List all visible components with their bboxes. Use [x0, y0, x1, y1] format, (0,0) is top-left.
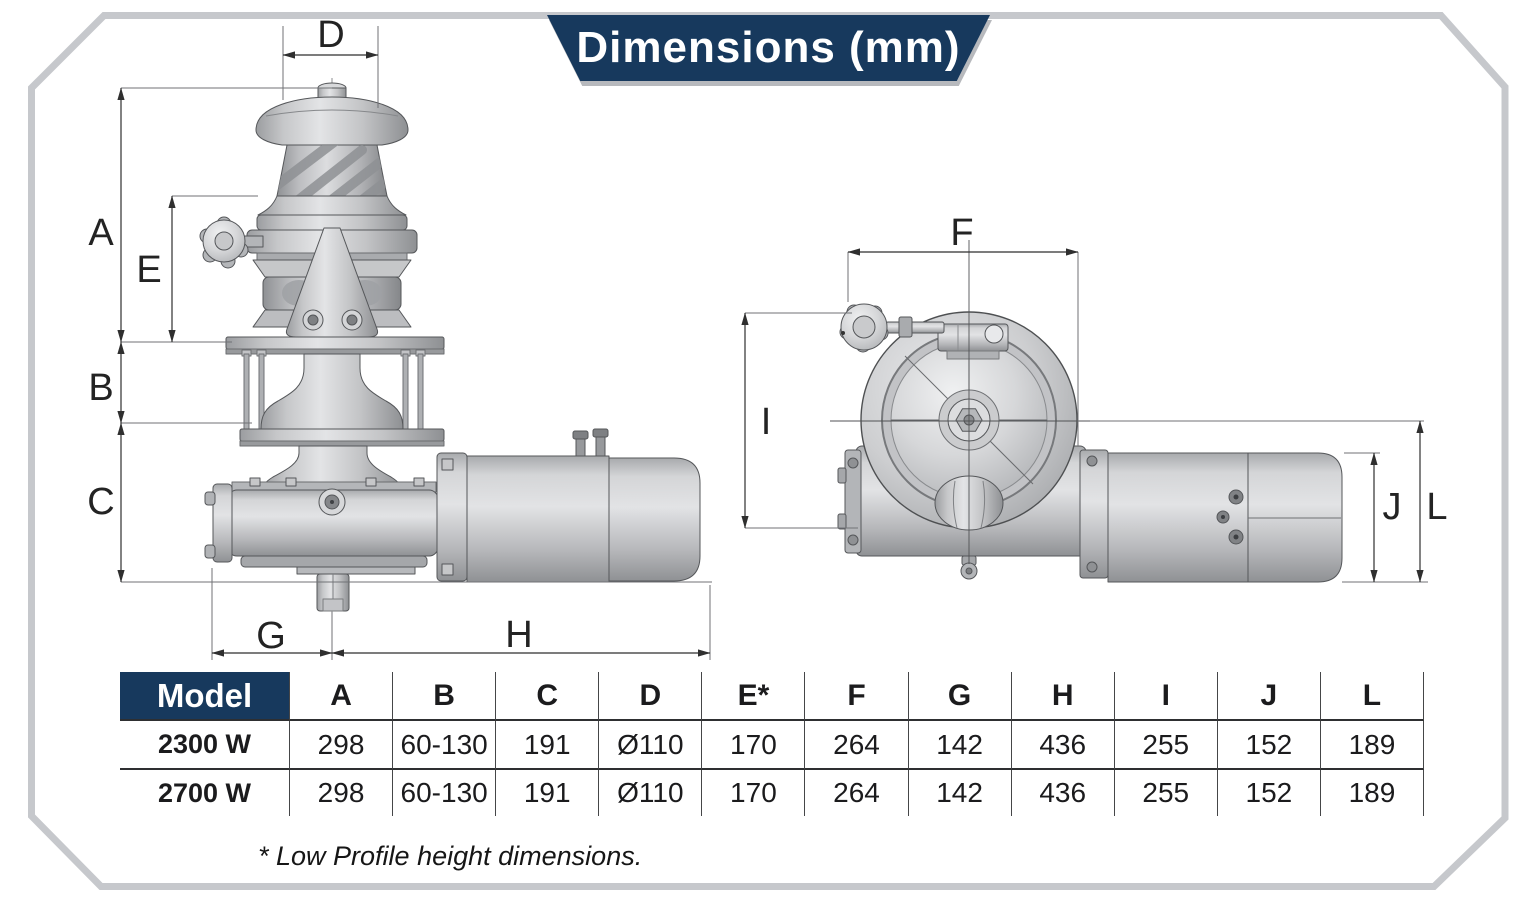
value-cell: 255 [1114, 721, 1218, 770]
page-title: Dimensions (mm) [576, 23, 961, 72]
value-cell: 255 [1114, 770, 1218, 816]
dim-label-h: H [505, 614, 532, 656]
clutch-knob [199, 216, 264, 269]
front-dimension-lines [117, 51, 711, 657]
lower-plate [239, 428, 445, 442]
value-cell: 436 [1011, 721, 1115, 770]
dim-label-a: A [88, 212, 114, 254]
star-knob [839, 303, 889, 353]
motor-end-cap [608, 457, 701, 582]
col-header-h: H [1011, 672, 1115, 721]
value-cell: 191 [496, 721, 600, 770]
dim-label-b: B [88, 367, 113, 409]
model-cell-2300: 2300 W [120, 721, 290, 770]
side-view: F I J L [741, 212, 1448, 583]
dim-label-l: L [1426, 486, 1447, 528]
dim-label-g: G [256, 615, 286, 657]
value-cell: 189 [1320, 721, 1424, 770]
model-cell-2700: 2700 W [120, 770, 290, 816]
deck-plate [225, 336, 445, 350]
value-cell: 170 [702, 770, 806, 816]
dim-label-c: C [87, 481, 114, 523]
col-header-i: I [1114, 672, 1218, 721]
value-cell: 264 [805, 721, 909, 770]
front-dimension-labels: D A E B C G H [87, 14, 532, 657]
knob-arm [885, 321, 945, 334]
page-frame [28, 12, 1509, 890]
dim-label-e: E [136, 249, 161, 291]
value-cell: Ø110 [599, 770, 703, 816]
dim-label-d: D [317, 14, 344, 56]
value-cell: 264 [805, 770, 909, 816]
col-header-c: C [496, 672, 600, 721]
gearbox-skirt [240, 555, 428, 568]
col-header-j: J [1217, 672, 1321, 721]
value-cell: 142 [908, 770, 1012, 816]
side-dimension-labels: F I J L [761, 212, 1448, 528]
front-view: D A E B C G H [87, 14, 712, 660]
value-cell: 436 [1011, 770, 1115, 816]
upper-bell [260, 353, 404, 430]
motor-body [466, 455, 610, 583]
value-cell: 170 [702, 721, 806, 770]
side-extension-lines [745, 252, 1428, 583]
motor-front [436, 428, 701, 583]
capstan-drum-flare [257, 195, 407, 216]
value-cell: 298 [290, 770, 394, 816]
dim-label-j: J [1383, 486, 1402, 528]
col-header-g: G [908, 672, 1012, 721]
value-cell: 60-130 [393, 770, 497, 816]
motor-flange [436, 452, 468, 582]
dim-label-f: F [950, 212, 973, 254]
dimensions-table: Model A B C D E* F G H I J L 2300 W 298 … [120, 672, 1424, 816]
windlass-side [830, 240, 1343, 583]
value-cell: 298 [290, 721, 394, 770]
gearbox-left-flange [212, 483, 233, 563]
col-header-a: A [290, 672, 394, 721]
value-cell: 152 [1217, 721, 1321, 770]
col-header-e: E* [702, 672, 806, 721]
value-cell: 189 [1320, 770, 1424, 816]
value-cell: 191 [496, 770, 600, 816]
col-header-f: F [805, 672, 909, 721]
value-cell: Ø110 [599, 721, 703, 770]
col-header-model: Model [120, 672, 290, 721]
col-header-b: B [393, 672, 497, 721]
col-header-l: L [1320, 672, 1424, 721]
dim-label-i: I [761, 401, 772, 443]
motor-side [1079, 449, 1343, 583]
windlass-front [199, 78, 701, 612]
col-header-d: D [599, 672, 703, 721]
capstan-drum-head [255, 96, 409, 146]
title-banner: Dimensions (mm) [547, 15, 990, 81]
side-motor-flange [1079, 449, 1109, 579]
value-cell: 152 [1217, 770, 1321, 816]
side-dimension-lines [741, 248, 1424, 583]
front-extension-lines [121, 26, 712, 660]
value-cell: 142 [908, 721, 1012, 770]
value-cell: 60-130 [393, 721, 497, 770]
footnote: * Low Profile height dimensions. [258, 841, 643, 871]
